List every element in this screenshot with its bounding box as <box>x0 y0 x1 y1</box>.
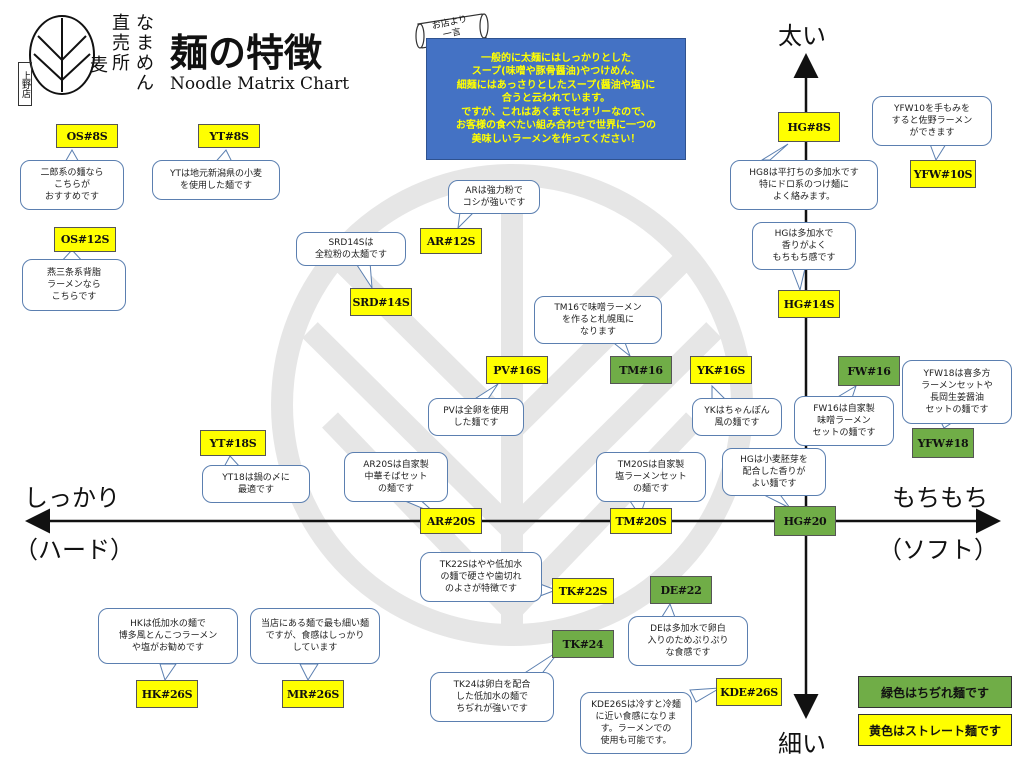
noodle-pv16s: PV#16S <box>486 356 548 384</box>
noodle-ar20s: AR#20S <box>420 508 482 534</box>
noodle-hg14s: HG#14S <box>778 290 840 318</box>
description-fw16: FW16は自家製 味噌ラーメン セットの麺です <box>794 396 894 446</box>
noodle-tm16: TM#16 <box>610 356 672 384</box>
noodle-kde26s: KDE#26S <box>716 678 782 706</box>
store-name-line-1: なまめん <box>136 13 154 94</box>
store-name-line-3: 麦 <box>90 55 108 76</box>
noodle-os8s: OS#8S <box>56 124 118 148</box>
description-yt18s: YT18は鍋の〆に 最適です <box>202 465 310 503</box>
noodle-yfw10s: YFW#10S <box>910 160 976 188</box>
legend-yellow: 黄色はストレート麺です <box>858 714 1012 746</box>
noodle-yt18s: YT#18S <box>200 430 266 456</box>
noodle-tk24: TK#24 <box>552 630 614 658</box>
description-mr26s: 当店にある麺で最も細い麺 ですが、食感はしっかり しています <box>250 608 380 664</box>
noodle-yfw18: YFW#18 <box>912 428 974 458</box>
description-hg8s: HG8は平打ちの多加水です 特にドロ系のつけ麺に よく絡みます。 <box>730 160 878 210</box>
store-name: なまめん 直売所 麦 <box>90 13 154 110</box>
description-kde26s: KDE26Sは冷すと冷麺 に近い食感になりま す。ラーメンでの 使用も可能です。 <box>580 692 692 754</box>
description-yfw10s: YFW10を手もみを すると佐野ラーメン ができます <box>872 96 992 146</box>
store-branch-label: 上野店 <box>18 62 32 106</box>
description-tm20s: TM20Sは自家製 塩ラーメンセット の麺です <box>596 452 706 502</box>
page-title: 麺の特徴 <box>170 30 323 75</box>
axis-label-top: 太い <box>778 22 826 50</box>
noodle-mr26s: MR#26S <box>282 680 344 708</box>
description-yfw18: YFW18は喜多方 ラーメンセットや 長岡生姜醤油 セットの麺です <box>902 360 1012 424</box>
description-yt8s: YTは地元新潟県の小麦 を使用した麺です <box>152 160 280 200</box>
noodle-de22: DE#22 <box>650 576 712 604</box>
noodle-tk22s: TK#22S <box>552 578 614 604</box>
noodle-hg8s: HG#8S <box>778 112 840 142</box>
axis-label-left-sub: （ハード） <box>14 536 134 564</box>
description-pv16s: PVは全卵を使用 した麺です <box>428 398 524 436</box>
store-note: 一般的に太麺にはしっかりとした スープ(味噌や豚骨醤油)やつけめん、 細麺にはあ… <box>426 38 686 160</box>
noodle-hg20: HG#20 <box>774 506 836 536</box>
noodle-fw16: FW#16 <box>838 356 900 386</box>
description-srd14s: SRD14Sは 全粒粉の太麺です <box>296 232 406 266</box>
noodle-ar12s: AR#12S <box>420 228 482 254</box>
noodle-os12s: OS#12S <box>54 227 116 252</box>
description-ar12s: ARは強力粉で コシが強いです <box>448 180 540 214</box>
description-os8s: 二郎系の麺なら こちらが おすすめです <box>20 160 124 210</box>
noodle-hk26s: HK#26S <box>136 680 198 708</box>
description-hk26s: HKは低加水の麺で 博多風とんこつラーメン や塩がお勧めです <box>98 608 238 664</box>
axis-label-left: しっかり <box>24 484 120 512</box>
description-yk16s: YKはちゃんぽん 風の麺です <box>692 398 782 436</box>
noodle-yk16s: YK#16S <box>690 356 752 384</box>
noodle-srd14s: SRD#14S <box>350 288 412 316</box>
description-tm16: TM16で味噌ラーメン を作ると札幌風に なります <box>534 296 662 344</box>
axis-label-bottom: 細い <box>778 730 826 758</box>
legend-green: 緑色はちぢれ麺です <box>858 676 1012 708</box>
page-subtitle: Noodle Matrix Chart <box>170 74 350 94</box>
description-os12s: 燕三条系背脂 ラーメンなら こちらです <box>22 259 126 311</box>
store-logo <box>29 15 95 95</box>
description-de22: DEは多加水で卵白 入りのためぷりぷり な食感です <box>628 616 748 666</box>
description-tk24: TK24は卵白を配合 した低加水の麺で ちぢれが強いです <box>430 672 554 722</box>
description-hg14s: HGは多加水で 香りがよく もちもち感です <box>752 222 856 270</box>
description-hg20: HGは小麦胚芽を 配合した香りが よい麺です <box>722 448 826 496</box>
axis-label-right-sub: （ソフト） <box>878 536 998 564</box>
noodle-yt8s: YT#8S <box>198 124 260 148</box>
description-ar20s: AR20Sは自家製 中華そばセット の麺です <box>344 452 448 502</box>
axis-label-right: もちもち <box>892 484 988 512</box>
store-name-line-2: 直売所 <box>112 13 130 74</box>
noodle-tm20s: TM#20S <box>610 508 672 534</box>
description-tk22s: TK22Sはやや低加水 の麺で硬さや歯切れ のよさが特徴です <box>420 552 542 602</box>
